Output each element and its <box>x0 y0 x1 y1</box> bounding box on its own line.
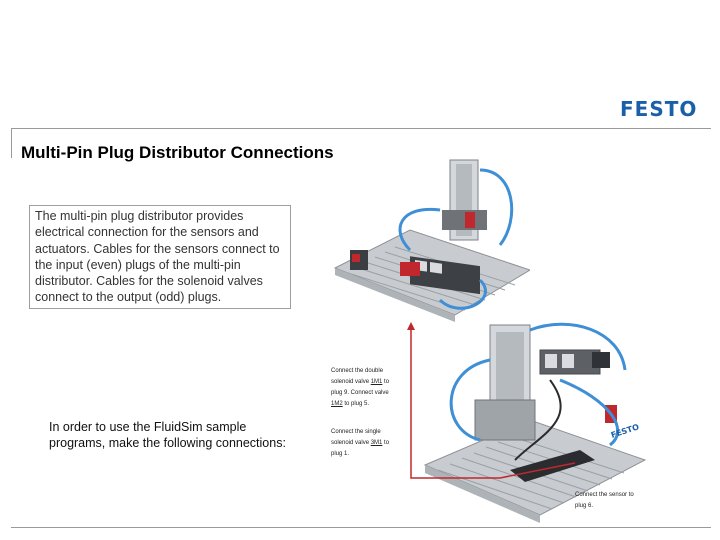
festo-logo: FESTO <box>620 97 698 121</box>
note-single-solenoid: Connect the single solenoid valve 3M1 to… <box>331 429 390 457</box>
note-sensor: Connect the sensor to plug 6. <box>575 492 634 509</box>
fluidsim-instructions: In order to use the FluidSim sample prog… <box>49 420 286 450</box>
header-divider <box>11 128 711 129</box>
slide-title: Multi-Pin Plug Distributor Connections <box>21 143 334 162</box>
arrow-line-vertical <box>410 328 500 479</box>
arrow-line-sensor <box>499 462 576 479</box>
arrow-head <box>407 322 415 330</box>
left-edge-line <box>11 128 12 158</box>
note-double-solenoid: Connect the double solenoid valve 1M1 to… <box>331 368 390 407</box>
station-photo-bottom: FESTO <box>423 322 647 523</box>
station-photo-top <box>333 159 530 322</box>
footer-divider <box>11 527 711 528</box>
intro-textbox: The multi-pin plug distributor provides … <box>29 205 291 309</box>
